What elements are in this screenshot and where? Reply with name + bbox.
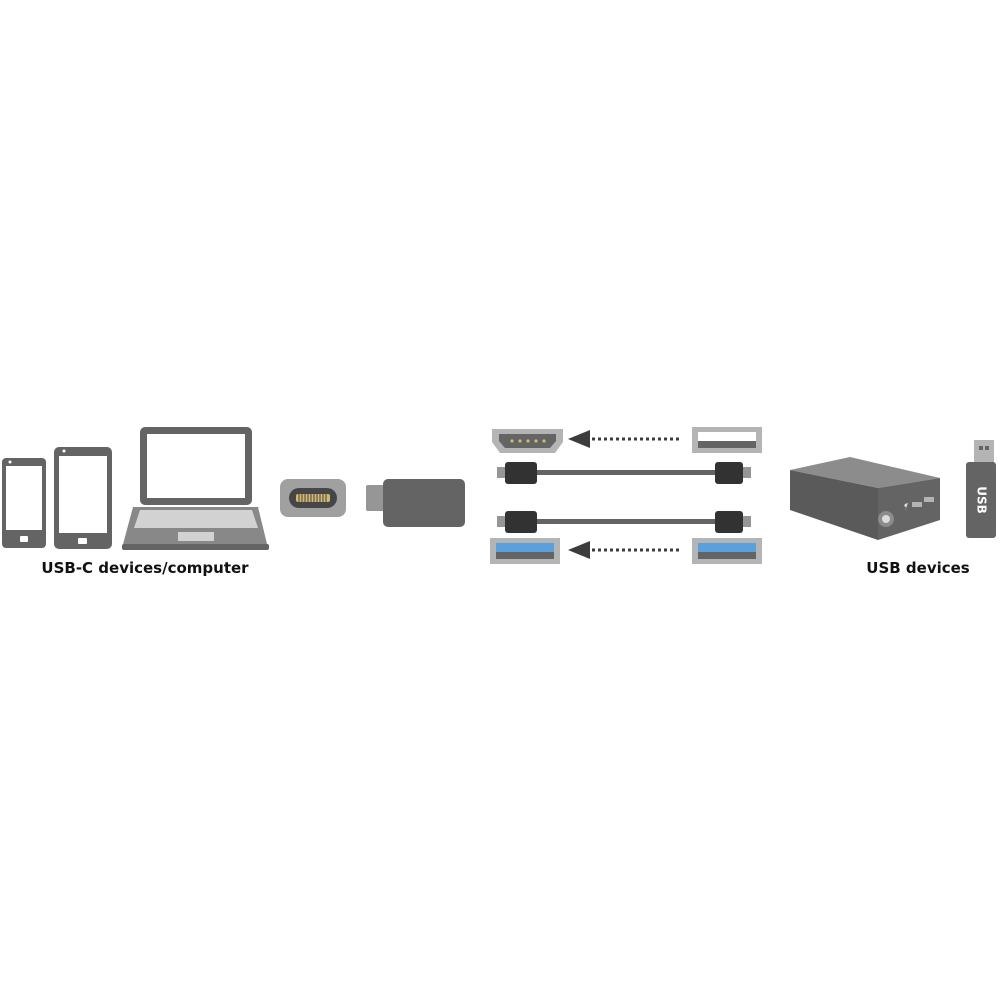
usb-devices-caption: USB devices <box>866 559 970 577</box>
otg-adapter-icon <box>366 479 465 527</box>
smartphone-large-icon <box>54 447 112 549</box>
micro-usb-port-icon <box>492 429 563 453</box>
usb-a-port-icon <box>692 427 762 453</box>
smartphone-small-icon <box>2 458 46 548</box>
usb-stick-icon: USB <box>966 440 996 538</box>
usb-c-cable-bottom-icon <box>497 511 751 533</box>
arrow-bottom-icon <box>568 541 680 559</box>
arrow-top-icon <box>568 430 680 448</box>
usbc-devices-caption: USB-C devices/computer <box>41 559 249 577</box>
usb3-port-right-icon <box>692 538 762 564</box>
laptop-icon <box>122 427 269 550</box>
usb3-port-left-icon <box>490 538 560 564</box>
usb-c-cable-top-icon <box>497 462 751 484</box>
power-bank-icon <box>790 457 940 540</box>
usb-c-plug-icon <box>280 479 346 517</box>
usb-stick-label: USB <box>975 486 989 514</box>
